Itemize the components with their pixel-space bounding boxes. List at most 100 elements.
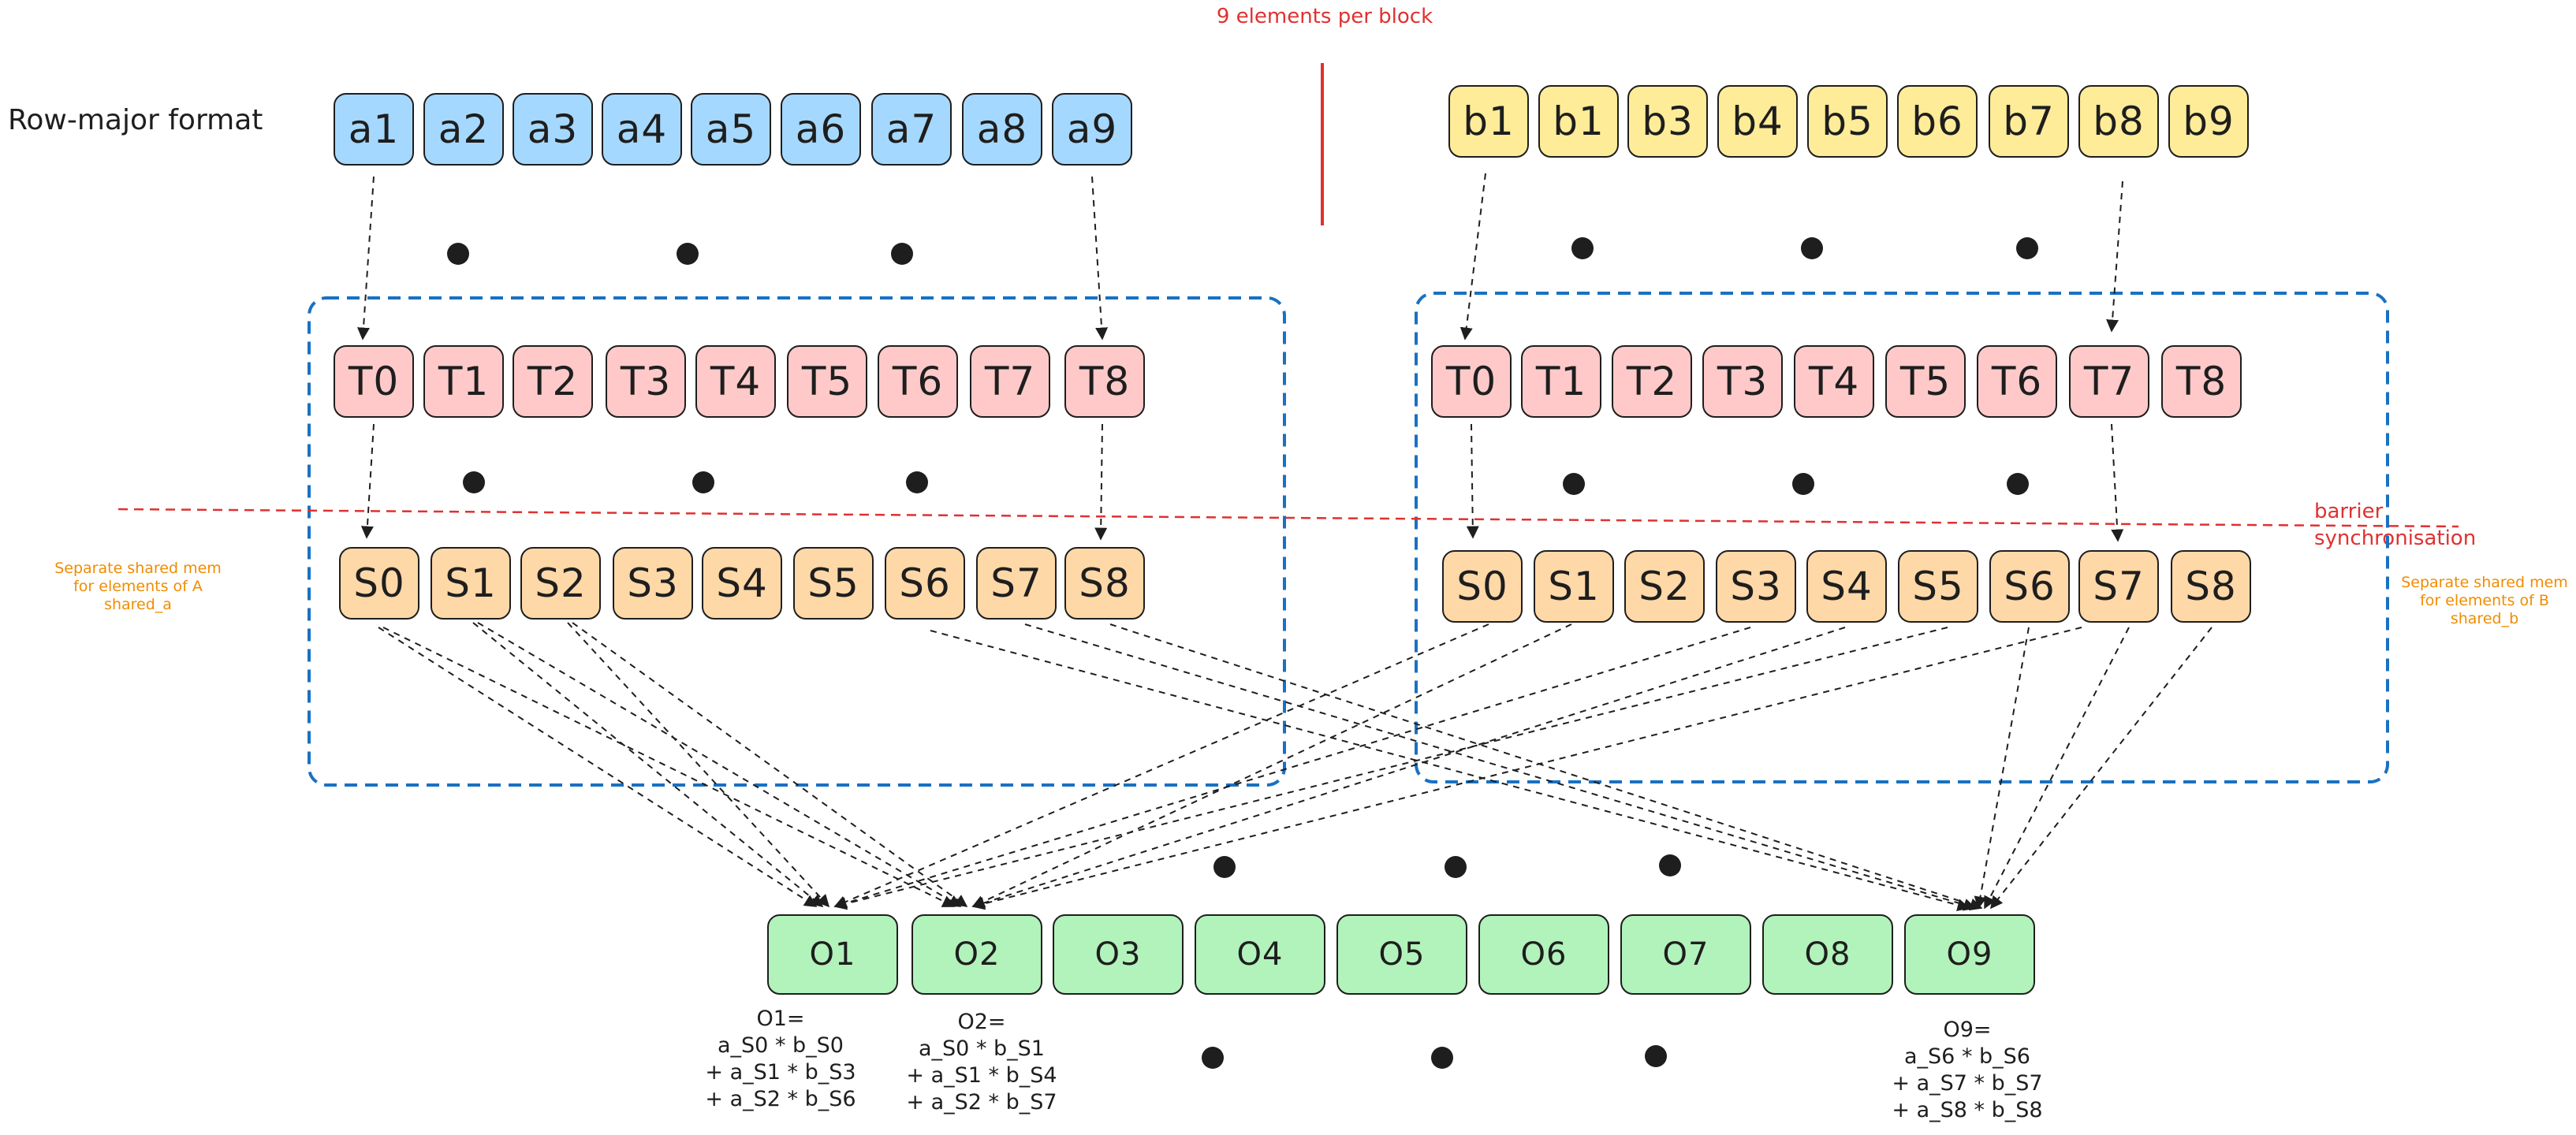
- b-input-cell: b1: [1538, 85, 1619, 158]
- b-thread-cell: T7: [2069, 345, 2149, 418]
- a-shared-cell: S0: [339, 547, 419, 620]
- b-thread-cell: T1: [1521, 345, 1601, 418]
- o9-formula-line3: + a_S7 * b_S7: [1892, 1071, 2043, 1096]
- a-thread-cell: T1: [423, 345, 504, 418]
- a-shared-cell: S8: [1064, 547, 1145, 620]
- ellipsis-dot: [891, 243, 913, 265]
- ellipsis-dot: [2016, 237, 2038, 259]
- ellipsis-dot: [1801, 237, 1823, 259]
- a-input-cell: a3: [513, 93, 593, 166]
- ellipsis-dot: [1213, 856, 1236, 878]
- a-shared-cell: S3: [613, 547, 693, 620]
- o1-formula-line4: + a_S2 * b_S6: [705, 1087, 856, 1111]
- b-thread-cell: T4: [1794, 345, 1874, 418]
- ellipsis-dot: [1792, 473, 1814, 495]
- b-thread-cell: T2: [1612, 345, 1692, 418]
- output-cell: O3: [1053, 914, 1184, 995]
- b-thread-cell: T5: [1885, 345, 1966, 418]
- b-thread-cell: T8: [2161, 345, 2242, 418]
- ellipsis-dot: [692, 471, 714, 493]
- a-shared-cell: S7: [976, 547, 1057, 620]
- b-input-cell: b4: [1717, 85, 1798, 158]
- a-input-cell: a7: [871, 93, 952, 166]
- o2-formula: O2= a_S0 * b_S1 + a_S1 * b_S4 + a_S2 * b…: [887, 1009, 1076, 1116]
- row-major-format-label: Row-major format: [8, 104, 263, 136]
- ellipsis-dot: [2007, 473, 2029, 495]
- b-input-cell: b9: [2168, 85, 2249, 158]
- b-shared-cell: S6: [1989, 550, 2070, 623]
- barrier-synchronisation-label: barrier synchronisation: [2314, 498, 2476, 552]
- output-cell: O9: [1904, 914, 2035, 995]
- shared-a-note-line3: shared_a: [104, 596, 172, 613]
- b-thread-cell: T3: [1702, 345, 1783, 418]
- ellipsis-dot: [1571, 237, 1594, 259]
- b-shared-cell: S7: [2078, 550, 2159, 623]
- b-input-cell: b8: [2078, 85, 2159, 158]
- a-shared-cell: S1: [431, 547, 511, 620]
- elements-per-block-label: 9 elements per block: [1216, 5, 1433, 28]
- ellipsis-dot: [1202, 1047, 1224, 1069]
- output-cell: O5: [1336, 914, 1467, 995]
- b-thread-cell: T0: [1431, 345, 1512, 418]
- ellipsis-dot: [463, 471, 485, 493]
- o1-formula-line3: + a_S1 * b_S3: [705, 1060, 856, 1085]
- ellipsis-dot: [447, 243, 469, 265]
- b-shared-cell: S8: [2171, 550, 2251, 623]
- a-input-cell: a8: [962, 93, 1042, 166]
- shared-b-note: Separate shared mem for elements of B sh…: [2393, 574, 2576, 628]
- b-shared-cell: S5: [1898, 550, 1978, 623]
- a-thread-cell: T0: [334, 345, 414, 418]
- a-thread-cell: T5: [787, 345, 867, 418]
- ellipsis-dot: [1659, 854, 1681, 876]
- a-shared-cell: S4: [702, 547, 782, 620]
- ellipsis-dot: [677, 243, 699, 265]
- a-input-cell: a5: [691, 93, 771, 166]
- b-shared-cell: S2: [1624, 550, 1705, 623]
- ellipsis-dot: [906, 471, 928, 493]
- barrier-label-line2: synchronisation: [2314, 527, 2477, 550]
- a-input-cell: a6: [781, 93, 861, 166]
- shared-a-note-line2: for elements of A: [73, 578, 203, 595]
- o2-formula-line3: + a_S1 * b_S4: [906, 1063, 1057, 1088]
- b-input-cell: b5: [1807, 85, 1888, 158]
- output-cell: O4: [1195, 914, 1325, 995]
- shared-b-note-line3: shared_b: [2450, 610, 2519, 627]
- shared-b-note-line2: for elements of B: [2420, 592, 2549, 609]
- a-thread-cell: T4: [695, 345, 776, 418]
- b-input-cell: b3: [1627, 85, 1708, 158]
- a-shared-cell: S5: [793, 547, 874, 620]
- o2-formula-line4: + a_S2 * b_S7: [906, 1090, 1057, 1115]
- b-shared-cell: S4: [1806, 550, 1887, 623]
- o2-formula-line2: a_S0 * b_S1: [919, 1036, 1045, 1061]
- o9-formula-line2: a_S6 * b_S6: [1904, 1044, 2030, 1069]
- a-thread-cell: T8: [1064, 345, 1145, 418]
- ellipsis-dot: [1445, 856, 1467, 878]
- o9-formula-line1: O9=: [1943, 1018, 1992, 1042]
- b-input-cell: b1: [1448, 85, 1529, 158]
- a-thread-cell: T6: [878, 345, 958, 418]
- output-cell: O2: [911, 914, 1042, 995]
- o2-formula-line1: O2=: [957, 1010, 1006, 1034]
- o9-formula: O9= a_S6 * b_S6 + a_S7 * b_S7 + a_S8 * b…: [1873, 1017, 2062, 1124]
- a-shared-cell: S6: [885, 547, 965, 620]
- b-shared-cell: S1: [1534, 550, 1614, 623]
- a-input-cell: a4: [602, 93, 682, 166]
- a-thread-cell: T7: [970, 345, 1050, 418]
- ellipsis-dot: [1431, 1047, 1453, 1069]
- o1-formula-line2: a_S0 * b_S0: [718, 1033, 844, 1058]
- a-thread-cell: T2: [513, 345, 593, 418]
- o9-formula-line4: + a_S8 * b_S8: [1892, 1098, 2043, 1122]
- a-input-cell: a2: [423, 93, 504, 166]
- shared-a-note-line1: Separate shared mem: [54, 560, 222, 577]
- barrier-label-line1: barrier: [2314, 500, 2384, 523]
- b-input-cell: b7: [1989, 85, 2069, 158]
- output-cell: O6: [1478, 914, 1609, 995]
- output-cell: O7: [1620, 914, 1751, 995]
- a-shared-cell: S2: [520, 547, 601, 620]
- output-cell: O8: [1762, 914, 1893, 995]
- a-input-cell: a1: [334, 93, 414, 166]
- o1-formula: O1= a_S0 * b_S0 + a_S1 * b_S3 + a_S2 * b…: [686, 1006, 875, 1113]
- output-cell: O1: [767, 914, 898, 995]
- b-shared-cell: S0: [1442, 550, 1523, 623]
